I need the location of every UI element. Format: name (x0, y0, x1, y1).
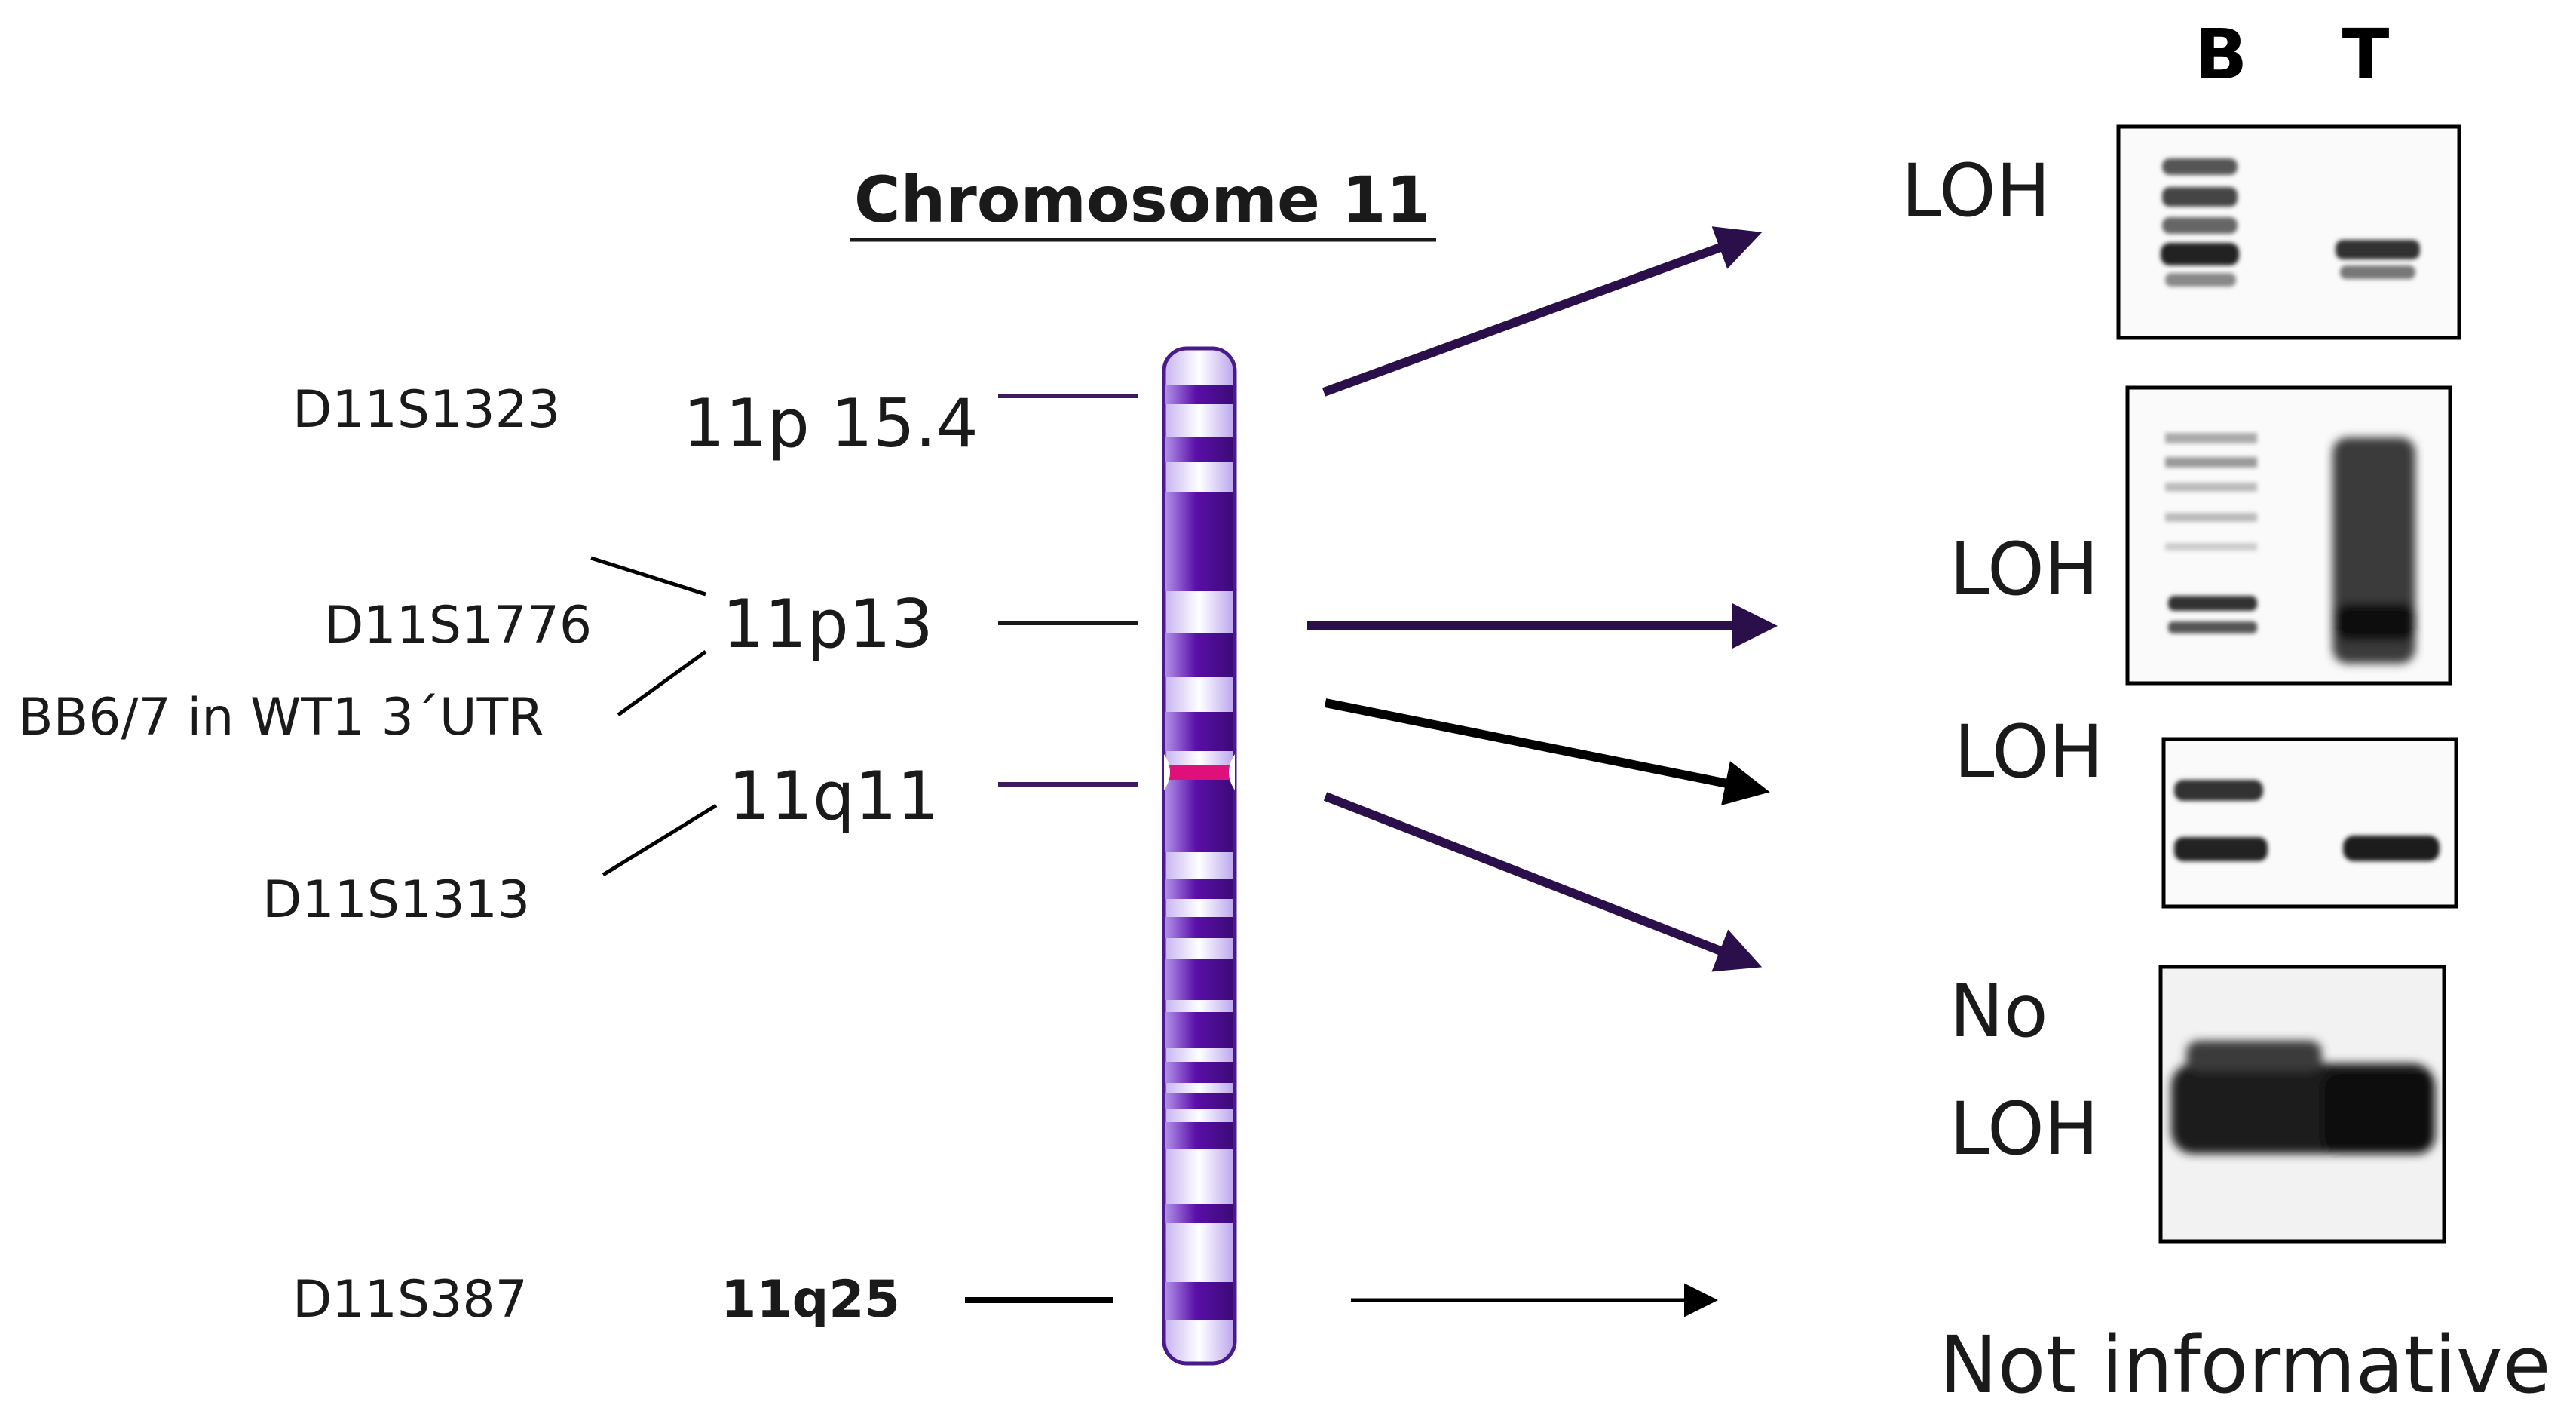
lane-header-blood: B (2195, 14, 2247, 95)
lane-header-tumor: T (2342, 14, 2390, 95)
marker-label-d11s1776: D11S1776 (324, 596, 592, 655)
marker-label-d11s1323: D11S1323 (293, 380, 560, 440)
arrow-to-gel-1 (1322, 226, 1763, 397)
arrow-to-gel-4 (1323, 792, 1763, 972)
band-label-11p13: 11p13 (722, 585, 933, 663)
band-label-11q11: 11q11 (728, 757, 939, 835)
marker-label-d11s1313: D11S1313 (262, 870, 530, 930)
result-label-5: Not informative (1939, 1319, 2550, 1411)
connector-d11s1313 (602, 803, 718, 877)
arrow-to-gel-3 (1324, 698, 1770, 805)
marker-label-bb67-wt1: BB6/7 in WT1 3´UTR (18, 688, 544, 747)
band-label-11q25: 11q25 (721, 1270, 900, 1330)
gel-image-1 (2116, 124, 2461, 340)
gel-image-2 (2125, 385, 2452, 686)
result-label-3: LOH (1954, 710, 2103, 794)
diagram-title: Chromosome 11 (854, 163, 1430, 237)
band-label-11p15-4: 11p 15.4 (683, 385, 979, 462)
result-label-2: LOH (1950, 527, 2099, 612)
result-label-1: LOH (1901, 149, 2051, 233)
connector-d11s1776 (590, 556, 706, 597)
connector-bb67 (617, 649, 707, 717)
result-label-4-line1: No (1950, 969, 2048, 1054)
chromosome-11-ideogram (1162, 346, 1237, 1366)
gel-image-4 (2158, 965, 2446, 1244)
marker-label-d11s387: D11S387 (293, 1270, 528, 1330)
gel-image-3 (2161, 737, 2458, 909)
result-label-4-line2: LOH (1950, 1087, 2099, 1171)
